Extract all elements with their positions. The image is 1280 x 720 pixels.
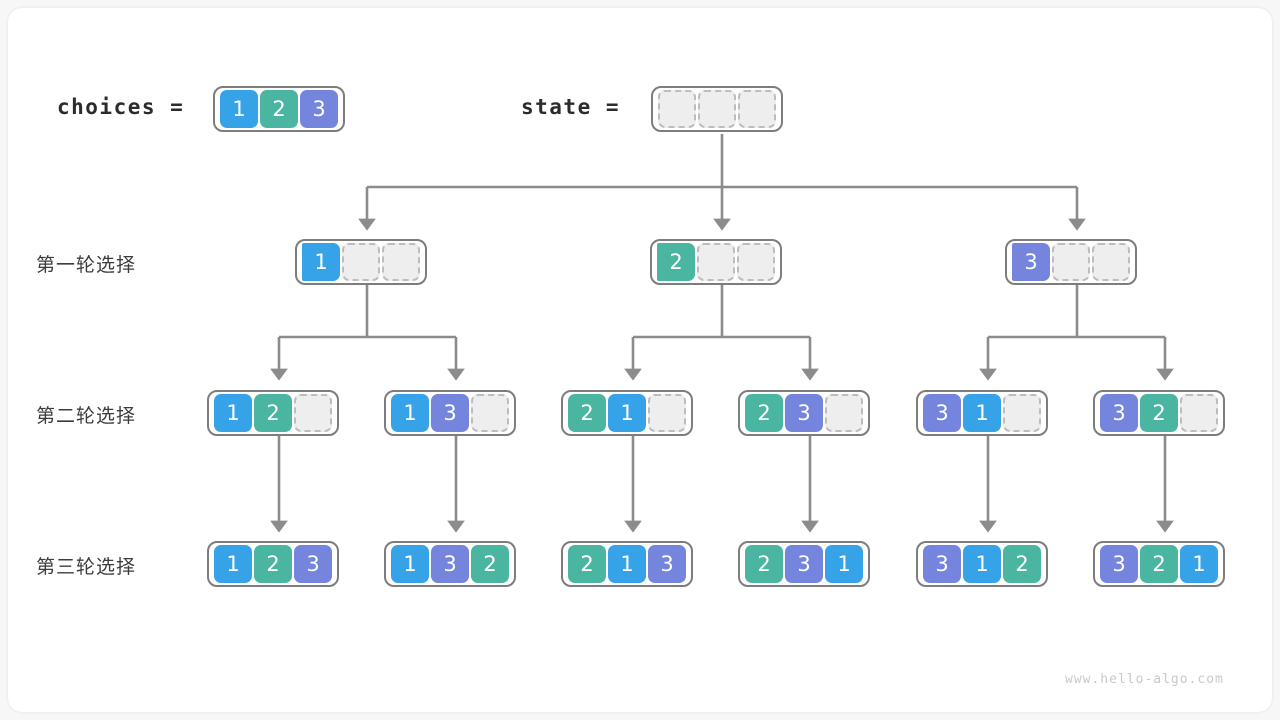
array-cell-empty — [342, 243, 380, 281]
array-cell-filled: 3 — [1100, 545, 1138, 583]
diagram-card — [8, 8, 1272, 712]
array-cell-empty — [1092, 243, 1130, 281]
array-cell-filled: 1 — [608, 394, 646, 432]
array-cell-filled: 1 — [220, 90, 258, 128]
array-cell-filled: 3 — [923, 545, 961, 583]
array-cell-filled: 3 — [431, 394, 469, 432]
array-cell-filled: 3 — [294, 545, 332, 583]
array-cell-filled: 3 — [1100, 394, 1138, 432]
array-cell-empty — [697, 243, 735, 281]
array-cell-empty — [825, 394, 863, 432]
array-cell-filled: 3 — [923, 394, 961, 432]
node-level1-0: 1 — [295, 239, 427, 285]
watermark: www.hello-algo.com — [1065, 672, 1224, 687]
array-cell-filled: 2 — [471, 545, 509, 583]
node-level1-1: 2 — [650, 239, 782, 285]
array-cell-filled: 2 — [745, 545, 783, 583]
array-cell-filled: 1 — [963, 394, 1001, 432]
array-cell-filled: 2 — [657, 243, 695, 281]
row-label-round-3: 第三轮选择 — [36, 556, 137, 578]
array-cell-filled: 3 — [431, 545, 469, 583]
array-cell-empty — [294, 394, 332, 432]
row-label-round-2: 第二轮选择 — [36, 405, 137, 427]
array-cell-filled: 2 — [745, 394, 783, 432]
array-cell-filled: 1 — [825, 545, 863, 583]
array-cell-filled: 1 — [391, 394, 429, 432]
array-cell-filled: 2 — [260, 90, 298, 128]
array-cell-filled: 2 — [568, 545, 606, 583]
array-cell-empty — [471, 394, 509, 432]
array-cell-filled: 2 — [254, 545, 292, 583]
row-label-round-1: 第一轮选择 — [36, 254, 137, 276]
array-cell-filled: 1 — [391, 545, 429, 583]
array-cell-filled: 3 — [1012, 243, 1050, 281]
array-cell-filled: 2 — [254, 394, 292, 432]
array-cell-filled: 1 — [214, 394, 252, 432]
array-cell-filled: 2 — [1140, 545, 1178, 583]
array-cell-filled: 2 — [1140, 394, 1178, 432]
array-cell-empty — [1003, 394, 1041, 432]
array-cell-filled: 3 — [785, 394, 823, 432]
array-cell-filled: 1 — [302, 243, 340, 281]
array-cell-filled: 2 — [1003, 545, 1041, 583]
array-cell-empty — [658, 90, 696, 128]
array-cell-empty — [698, 90, 736, 128]
array-cell-filled: 1 — [963, 545, 1001, 583]
state-label: state = — [521, 95, 621, 119]
array-cell-empty — [738, 90, 776, 128]
array-cell-filled: 1 — [1180, 545, 1218, 583]
array-cell-empty — [648, 394, 686, 432]
array-cell-filled: 1 — [608, 545, 646, 583]
array-cell-empty — [1180, 394, 1218, 432]
array-cell-empty — [1052, 243, 1090, 281]
array-cell-filled: 3 — [785, 545, 823, 583]
node-level1-2: 3 — [1005, 239, 1137, 285]
array-cell-filled: 2 — [568, 394, 606, 432]
array-cell-filled: 3 — [300, 90, 338, 128]
array-cell-filled: 1 — [214, 545, 252, 583]
state-array — [651, 86, 783, 132]
choices-label: choices = — [57, 95, 185, 119]
array-cell-filled: 3 — [648, 545, 686, 583]
array-cell-empty — [382, 243, 420, 281]
array-cell-empty — [737, 243, 775, 281]
